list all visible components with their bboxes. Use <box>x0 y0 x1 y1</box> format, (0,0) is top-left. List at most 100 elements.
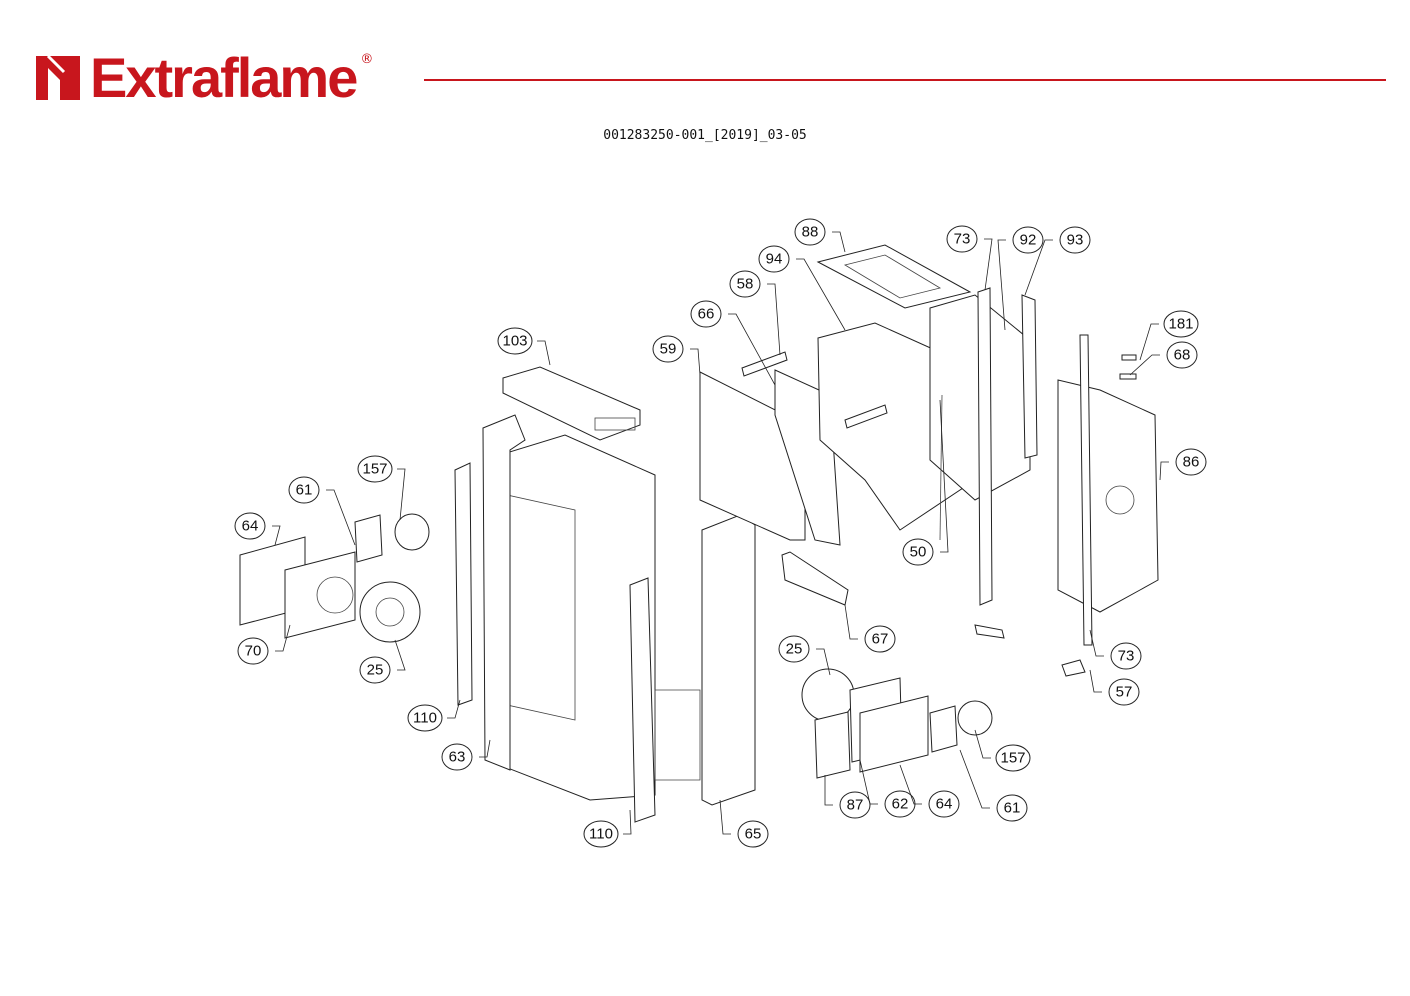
callout-bubble <box>839 791 871 819</box>
callout-label: 25 <box>786 641 803 658</box>
part-side-rail-110 <box>454 462 473 706</box>
callout-label: 93 <box>1067 232 1084 249</box>
part-gasket-61b <box>929 705 958 753</box>
callout-label: 103 <box>502 333 527 350</box>
leader-line <box>1139 323 1159 361</box>
part-bracket-57 <box>1061 659 1086 677</box>
callout-181: 181 <box>1139 310 1199 361</box>
callout-bubble <box>946 225 978 253</box>
part-bracket-58 <box>741 351 788 377</box>
callout-label: 61 <box>296 482 313 499</box>
part-side-frame <box>482 414 526 771</box>
callout-bubble <box>1163 310 1199 338</box>
callout-86: 86 <box>1159 448 1207 481</box>
part-bracket-small <box>974 624 1005 639</box>
registered-mark: ® <box>360 52 374 67</box>
leader-line <box>824 775 833 806</box>
callout-25: 25 <box>359 639 406 684</box>
callout-bubble <box>441 743 473 771</box>
callout-bubble <box>794 218 826 246</box>
leader-line <box>939 399 949 553</box>
callout-bubble <box>1175 448 1207 476</box>
callout-61: 61 <box>959 749 1028 822</box>
callout-label: 58 <box>737 276 754 293</box>
callout-label: 70 <box>245 643 262 660</box>
callout-label: 92 <box>1020 232 1037 249</box>
leader-line <box>690 348 701 376</box>
callout-bubble <box>583 820 619 848</box>
callout-label: 50 <box>910 544 927 561</box>
callout-label: 181 <box>1168 316 1193 333</box>
callout-label: 65 <box>745 826 762 843</box>
callout-bubble <box>652 335 684 363</box>
callout-label: 94 <box>766 251 783 268</box>
callout-103: 103 <box>497 327 551 366</box>
callout-label: 67 <box>872 631 889 648</box>
part-side-rail-110b <box>629 577 656 823</box>
callout-label: 66 <box>698 306 715 323</box>
callout-label: 88 <box>802 224 819 241</box>
callout-label: 86 <box>1183 454 1200 471</box>
part-back-panel-86 <box>1057 379 1159 613</box>
callout-label: 63 <box>449 749 466 766</box>
callout-73: 73 <box>1089 629 1142 670</box>
leader-line <box>1024 239 1053 296</box>
part-strip-93 <box>1021 294 1038 459</box>
callout-bubble <box>902 538 934 566</box>
leader-line <box>1089 629 1104 657</box>
part-flange-157 <box>394 513 430 551</box>
callout-66: 66 <box>690 300 776 386</box>
callout-label: 157 <box>362 461 387 478</box>
leader-line <box>844 604 858 640</box>
document-id: 001283250-001_[2019]_03-05 <box>603 128 807 143</box>
callout-bubble <box>497 327 533 355</box>
leader-line <box>1089 669 1102 693</box>
part-bracket <box>844 404 888 429</box>
callout-bubble <box>996 794 1028 822</box>
callout-bubble <box>288 476 320 504</box>
callout-bubble <box>237 637 269 665</box>
callout-87: 87 <box>824 775 871 819</box>
callout-157: 157 <box>357 455 406 521</box>
leader-line <box>275 624 291 652</box>
leader-line <box>397 468 406 521</box>
callout-label: 110 <box>413 710 437 727</box>
leader-line <box>326 489 356 546</box>
leader-line <box>272 525 281 546</box>
callout-bubble <box>1012 226 1044 254</box>
callout-57: 57 <box>1089 669 1140 706</box>
part-hopper-lid-88 <box>816 244 972 309</box>
callout-label: 57 <box>1116 684 1133 701</box>
callout-61: 61 <box>288 476 356 546</box>
callout-bubble <box>864 625 896 653</box>
leader-line <box>767 283 781 356</box>
header-divider <box>424 79 1386 81</box>
callout-94: 94 <box>758 245 846 331</box>
callout-68: 68 <box>1129 341 1198 376</box>
callout-label: 64 <box>936 796 953 813</box>
leader-line <box>899 764 922 805</box>
callout-label: 68 <box>1174 347 1191 364</box>
callout-bubble <box>234 512 266 540</box>
callout-bubble <box>778 635 810 663</box>
callout-label: 64 <box>242 518 259 535</box>
part-rail-73b <box>1079 334 1093 646</box>
callout-label: 157 <box>1000 750 1025 767</box>
part-flange-157b <box>957 700 993 736</box>
callout-label: 62 <box>892 796 909 813</box>
leader-line <box>796 258 846 331</box>
callout-92: 92 <box>997 226 1044 331</box>
part-plate-64b <box>859 695 929 773</box>
leader-line <box>1129 354 1160 376</box>
leader-line <box>623 809 632 835</box>
part-fan-25 <box>359 581 421 643</box>
leader-line <box>447 699 461 719</box>
callout-59: 59 <box>652 335 701 376</box>
callout-67: 67 <box>844 604 896 653</box>
callout-64: 64 <box>899 764 960 818</box>
callout-88: 88 <box>794 218 846 253</box>
callout-70: 70 <box>237 624 291 665</box>
brand-name: Extraflame <box>90 46 358 109</box>
callout-63: 63 <box>441 739 491 771</box>
